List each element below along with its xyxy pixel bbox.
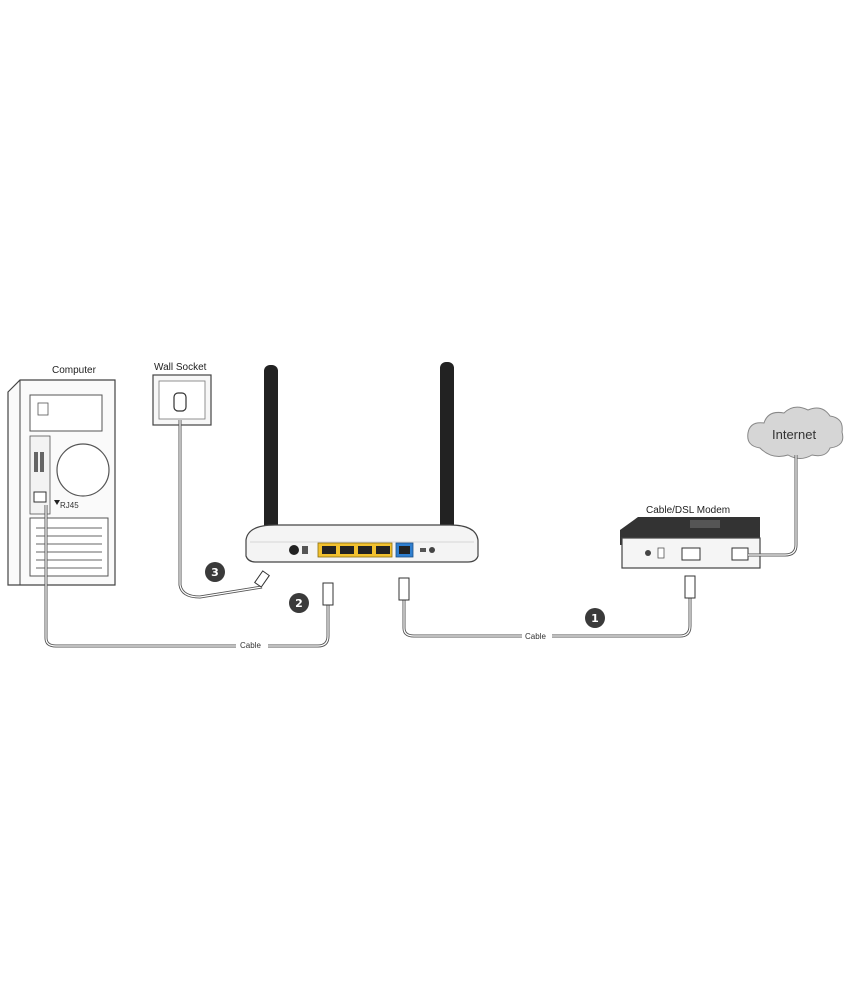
rj45-label: RJ45 — [60, 501, 79, 510]
step-badge-2: 2 — [289, 593, 309, 613]
internet-label: Internet — [772, 427, 816, 442]
computer-label: Computer — [52, 365, 97, 376]
cable-right-label: Cable — [525, 632, 546, 641]
internet-cloud — [747, 406, 844, 459]
step-badge-1: 1 — [585, 608, 605, 628]
svg-text:2: 2 — [295, 597, 303, 610]
svg-text:3: 3 — [211, 566, 219, 579]
cable-left-label: Cable — [240, 641, 261, 650]
modem — [620, 517, 761, 569]
computer-tower — [7, 379, 116, 586]
svg-text:1: 1 — [591, 612, 599, 625]
step-badge-3: 3 — [205, 562, 225, 582]
wan-plug — [398, 577, 410, 601]
wall-socket-label: Wall Socket — [154, 362, 207, 373]
rj45-pointer-icon — [54, 500, 60, 505]
wall-socket — [152, 374, 212, 426]
router — [245, 362, 479, 563]
lan-plug — [322, 582, 334, 606]
modem-plug — [684, 575, 696, 599]
lan-ports — [317, 542, 393, 558]
right-antenna — [440, 362, 454, 561]
phone-plug — [254, 570, 270, 588]
left-antenna — [264, 365, 278, 561]
modem-label: Cable/DSL Modem — [646, 505, 730, 516]
power-button-icon — [289, 545, 299, 555]
